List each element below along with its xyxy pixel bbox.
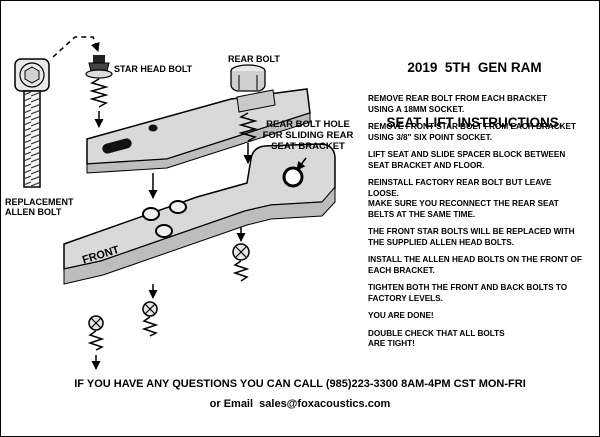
contact-phone-line: IF YOU HAVE ANY QUESTIONS YOU CAN CALL (… [74,378,526,390]
title-line1: 2019 5TH GEN RAM [407,60,542,76]
instruction-step: REMOVE REAR BOLT FROM EACH BRACKET USING… [368,94,548,114]
bracket-slot [102,138,132,154]
rear-bolt-icon [230,64,266,164]
page-title: 2019 5TH GEN RAM SEAT LIFT INSTRUCTIONS. [353,23,596,169]
instruction-step: REMOVE FRONT STAR BOLT FROM EACH BRACKET… [368,122,577,142]
label-rear-bolt-hole: REAR BOLT HOLE FOR SLIDING REAR SEAT BRA… [262,119,354,152]
label-rear-bolt: REAR BOLT [228,54,280,64]
label-replacement-allen-bolt: REPLACEMENT ALLEN BOLT [5,197,74,218]
star-head-bolt-icon [85,55,113,128]
instruction-step: TIGHTEN BOTH THE FRONT AND BACK BOLTS TO… [368,283,568,303]
bracket-small-hole [148,124,158,132]
rear-bolt-pad [236,89,276,113]
replacement-path-dashed-arrow [52,36,100,58]
floor-screw-icon [141,301,159,337]
floor-screw-icon [87,315,105,351]
rear-bolt-hole-leader-arrow [296,157,307,171]
instruction-step: INSTALL THE ALLEN HEAD BOLTS ON THE FRON… [368,255,582,275]
instruction-steps: REMOVE REAR BOLT FROM EACH BRACKET USING… [368,94,597,357]
replacement-allen-bolt-icon [14,58,50,188]
instruction-step: THE FRONT STAR BOLTS WILL BE REPLACED WI… [368,227,575,247]
bracket-hole [142,207,160,221]
upper-seat-bracket-icon [86,88,311,174]
contact-email-line: or Email sales@foxacoustics.com [209,398,391,410]
instruction-step: LIFT SEAT AND SLIDE SPACER BLOCK BETWEEN… [368,150,566,170]
label-star-head-bolt: STAR HEAD BOLT [114,64,193,74]
instruction-step: YOU ARE DONE! [368,311,434,320]
title-line2: SEAT LIFT INSTRUCTIONS. [386,115,563,131]
rear-bolt-hole [282,166,304,188]
bracket-hole [169,200,187,214]
instruction-step: REINSTALL FACTORY REAR BOLT BUT LEAVE LO… [368,178,559,219]
lower-bracket-icon [63,143,336,285]
instruction-step: DOUBLE CHECK THAT ALL BOLTS ARE TIGHT! [368,328,505,349]
floor-screw-icon [232,243,250,282]
bracket-hole [155,224,173,238]
